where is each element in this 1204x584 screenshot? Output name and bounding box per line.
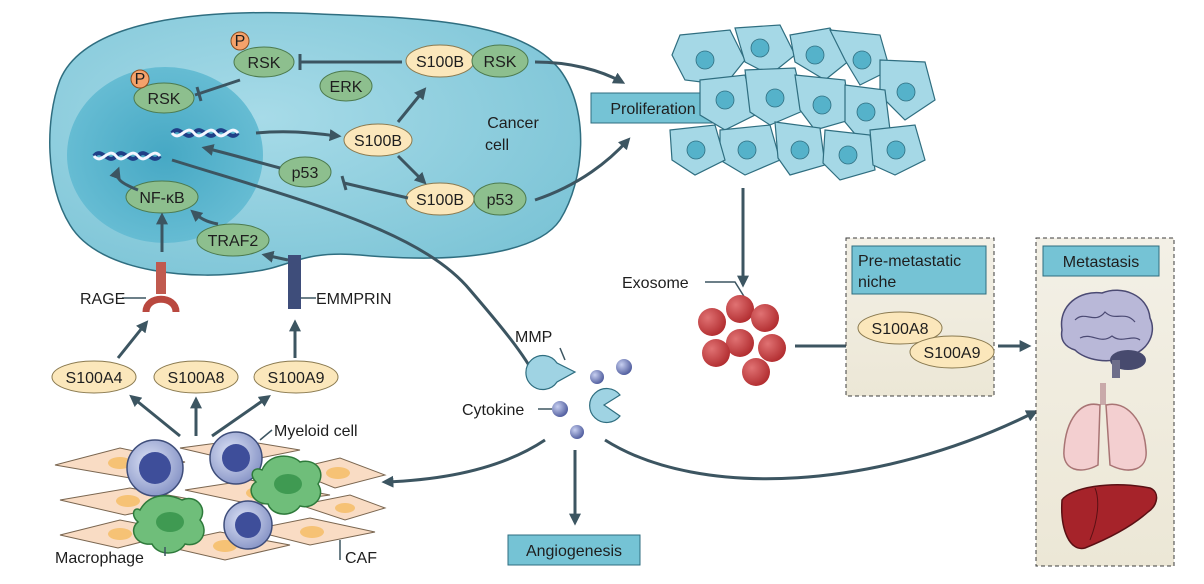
premetastatic-niche-label-line2: niche xyxy=(858,274,896,291)
premetastatic-niche-box xyxy=(851,245,987,295)
rage-receptor-icon xyxy=(142,262,180,313)
s100b-rsk-s100b-label: S100B xyxy=(416,54,464,71)
exosome-cluster xyxy=(698,295,786,386)
rsk-top-label: RSK xyxy=(248,55,281,72)
s100a9-label: S100A9 xyxy=(268,370,325,387)
mmp-label: MMP xyxy=(515,329,552,346)
metastasis-label: Metastasis xyxy=(1063,254,1139,271)
rsk-nuclear-label: RSK xyxy=(148,91,181,108)
exosome-label: Exosome xyxy=(622,275,689,292)
dna-helix-icon xyxy=(170,128,240,138)
proliferation-label: Proliferation xyxy=(610,101,695,118)
s100a4-label: S100A4 xyxy=(66,370,123,387)
traf2-label: TRAF2 xyxy=(208,233,259,250)
mmp-pacman-icon xyxy=(525,354,577,391)
emmprin-receptor-icon xyxy=(288,255,301,309)
s100b-p53-s100b-label: S100B xyxy=(416,192,464,209)
brain-icon xyxy=(1060,289,1154,378)
myeloid-cell-label: Myeloid cell xyxy=(274,423,358,440)
s100a8-label: S100A8 xyxy=(168,370,225,387)
premetastatic-niche-label-line1: Pre-metastatic xyxy=(858,253,961,270)
nfkb-label: NF-κB xyxy=(139,190,184,207)
liver-icon xyxy=(1061,484,1158,550)
nucleus xyxy=(67,67,263,243)
niche-s100a9-label: S100A9 xyxy=(924,345,981,362)
p53-label: p53 xyxy=(292,165,319,182)
niche-s100a8-label: S100A8 xyxy=(872,321,929,338)
angiogenesis-box xyxy=(507,534,641,566)
s100b-rsk-rsk-label: RSK xyxy=(484,54,517,71)
phosphate-label: P xyxy=(135,71,146,88)
tumour-cell-nuclei xyxy=(686,38,916,165)
dna-helix-icon xyxy=(92,151,162,161)
phosphate-label: P xyxy=(235,33,246,50)
caf-label: CAF xyxy=(345,550,377,567)
rage-label: RAGE xyxy=(80,291,125,308)
cytokine-label: Cytokine xyxy=(462,402,524,419)
cancer-cell-label-line1: Cancer xyxy=(487,115,539,132)
myeloid-cells xyxy=(126,431,273,550)
s100b-p53-p53-label: p53 xyxy=(487,192,514,209)
proliferation-box xyxy=(590,92,717,124)
angiogenesis-label: Angiogenesis xyxy=(526,543,622,560)
erk-label: ERK xyxy=(330,79,363,96)
mmp-pacman-icon xyxy=(589,387,621,424)
macrophages xyxy=(132,455,322,554)
emmprin-label: EMMPRIN xyxy=(316,291,392,308)
macrophage-label: Macrophage xyxy=(55,550,144,567)
phosphate-icon xyxy=(130,69,150,89)
lungs-icon xyxy=(1063,383,1147,471)
phosphate-icon xyxy=(230,31,250,51)
s100b-center-label: S100B xyxy=(354,133,402,150)
metastasis-box xyxy=(1042,245,1160,277)
cancer-cell-label-line2: cell xyxy=(485,137,509,154)
